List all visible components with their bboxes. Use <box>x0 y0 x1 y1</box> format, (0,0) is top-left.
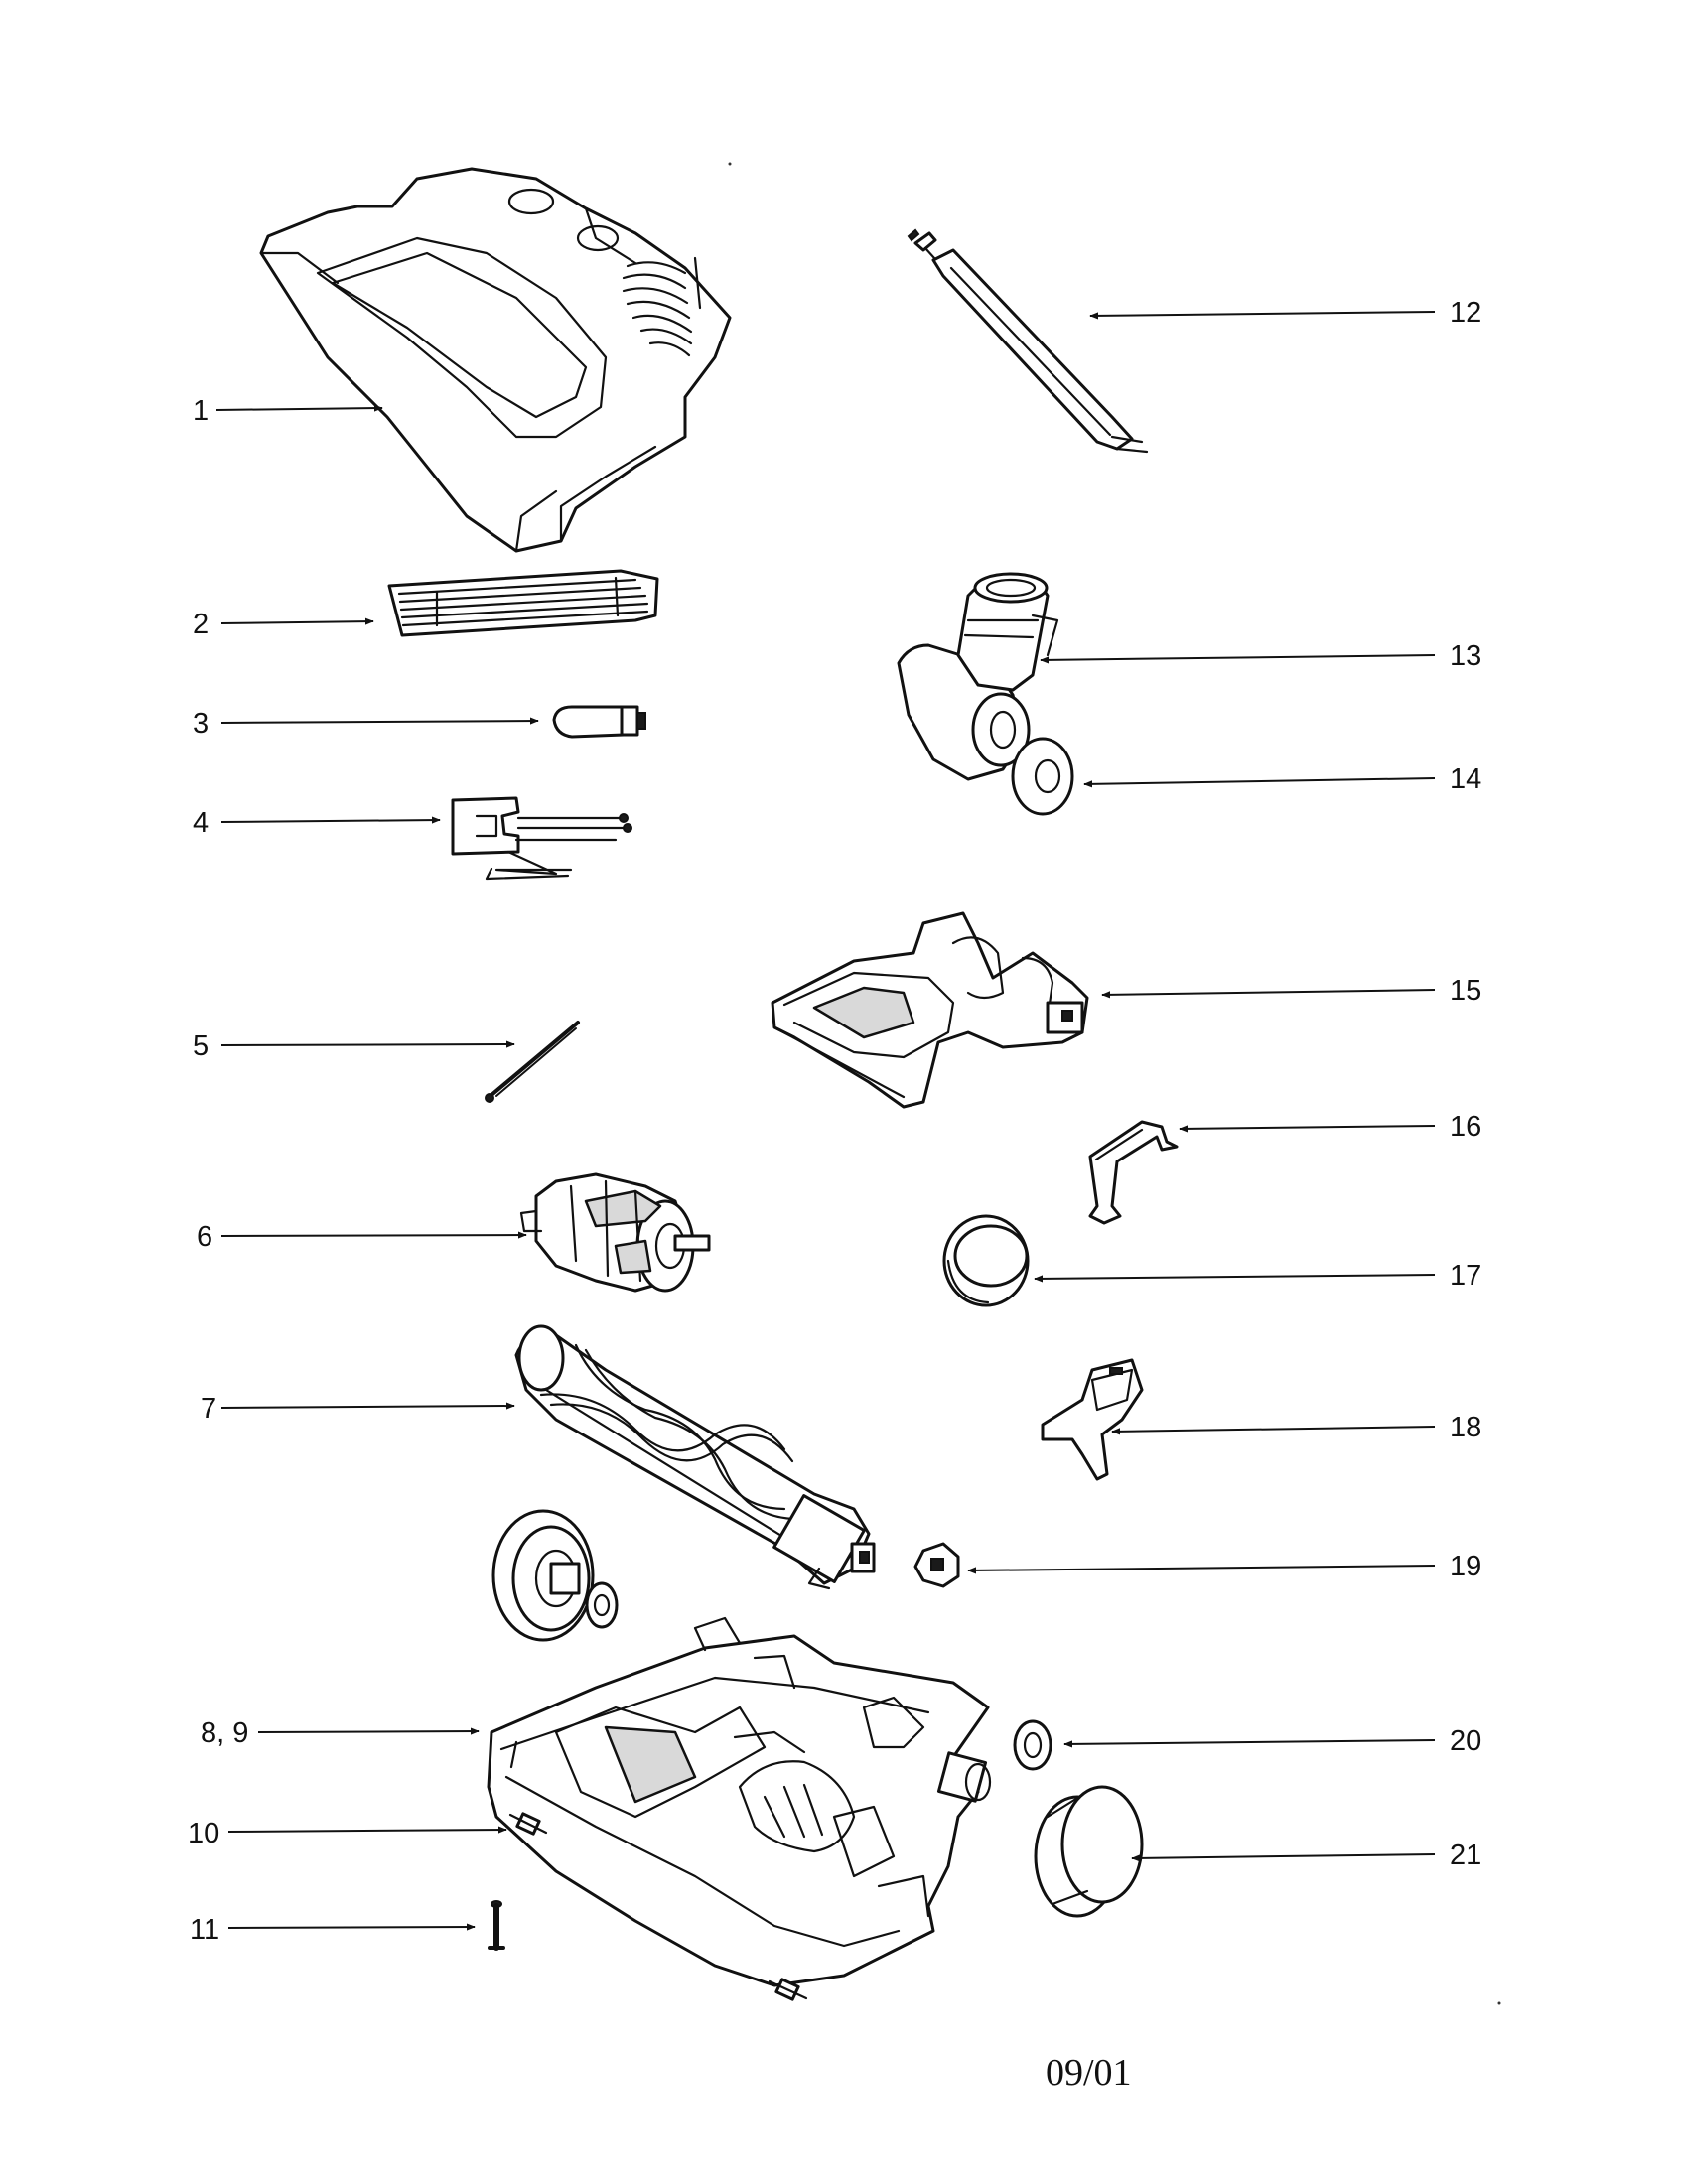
part-7-brush-roll <box>514 1324 876 1590</box>
callout-8-9: 8, 9 <box>201 1717 248 1749</box>
part-17-drive-belt <box>942 1214 1030 1307</box>
callout-4: 4 <box>193 807 209 839</box>
part-18-clip <box>1041 1358 1144 1481</box>
callout-19: 19 <box>1450 1551 1481 1582</box>
part-8-9-base-plate <box>487 1616 992 1987</box>
callout-12: 12 <box>1450 297 1481 329</box>
callout-15: 15 <box>1450 975 1481 1007</box>
callout-labels: 1 2 3 4 5 6 7 8, 9 10 11 12 13 14 15 16 … <box>188 297 1481 1946</box>
part-3-light-bulb <box>552 705 646 739</box>
callout-21: 21 <box>1450 1840 1481 1871</box>
part-4-lamp-socket-wires <box>451 796 632 881</box>
callout-1: 1 <box>193 395 209 427</box>
callout-7: 7 <box>201 1393 216 1425</box>
part-2-filter-grille <box>387 569 659 637</box>
callout-10: 10 <box>188 1818 219 1849</box>
part-16-bracket-spring <box>1088 1120 1179 1225</box>
callout-3: 3 <box>193 708 209 740</box>
part-21-wheel <box>1034 1785 1144 1918</box>
part-14-washer <box>1011 737 1074 816</box>
callout-2: 2 <box>193 609 209 640</box>
part-1-handle-hood <box>259 167 732 553</box>
part-10-pivot-pin <box>508 1812 808 2001</box>
callout-20: 20 <box>1450 1725 1481 1757</box>
scan-dot <box>728 162 732 166</box>
scan-dot <box>1497 2001 1501 2005</box>
callout-6: 6 <box>197 1221 212 1253</box>
part-5-link-pin <box>485 1021 580 1103</box>
leader-lines <box>215 311 1436 1931</box>
part-20-washer <box>1013 1719 1052 1771</box>
callout-17: 17 <box>1450 1260 1481 1292</box>
part-15-nozzle-housing <box>771 911 1089 1109</box>
part-8-wheel <box>491 1509 619 1642</box>
callout-5: 5 <box>193 1030 209 1062</box>
part-19-hex-nut <box>913 1542 960 1588</box>
callout-11: 11 <box>190 1914 219 1946</box>
part-13-hose-elbow <box>897 572 1059 781</box>
part-12-power-cord <box>907 228 1149 454</box>
part-11-screw <box>488 1900 505 1951</box>
callout-16: 16 <box>1450 1111 1481 1143</box>
callout-18: 18 <box>1450 1412 1481 1443</box>
revision-date: 09/01 <box>1046 2052 1132 2094</box>
callout-14: 14 <box>1450 763 1481 795</box>
part-6-motor <box>519 1172 711 1293</box>
callout-13: 13 <box>1450 640 1481 672</box>
